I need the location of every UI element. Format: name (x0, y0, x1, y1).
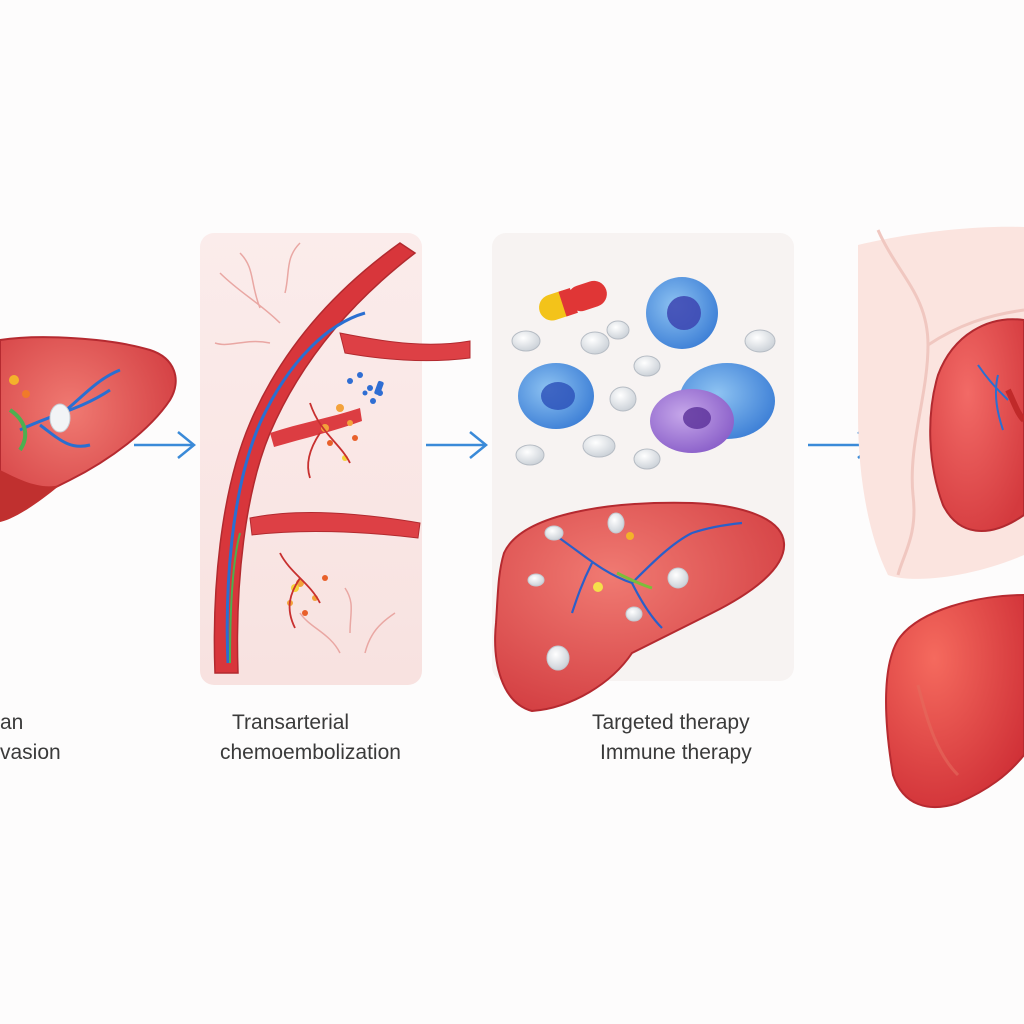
immune-cell-icon (650, 389, 734, 453)
arrow-icon (426, 431, 488, 459)
step3-caption: Targeted therapy Immune therapy (592, 708, 752, 768)
step3-line2: Immune therapy (600, 741, 752, 764)
step1-line1: an (0, 711, 24, 734)
vessel-illustration (213, 242, 471, 674)
tumor-cell-icon (518, 363, 594, 429)
step2-caption: Transarterial chemoembolization (220, 708, 401, 768)
step2-line1: Transarterial (232, 711, 350, 734)
therapy-illustration (494, 277, 786, 713)
step2-line2: chemoembolization (220, 741, 401, 764)
arrow-icon (134, 431, 196, 459)
step1-line2: vasion (0, 741, 61, 764)
step1-caption: an vasion (0, 708, 61, 768)
capsule-icon (539, 280, 607, 321)
step3-line1: Targeted therapy (592, 711, 750, 734)
liver-icon (494, 501, 786, 713)
liver-icon (885, 593, 1024, 809)
liver-invasion-illustration (0, 336, 177, 522)
liver-transplant-illustration (858, 226, 1024, 809)
immune-cell-icon (646, 277, 718, 349)
